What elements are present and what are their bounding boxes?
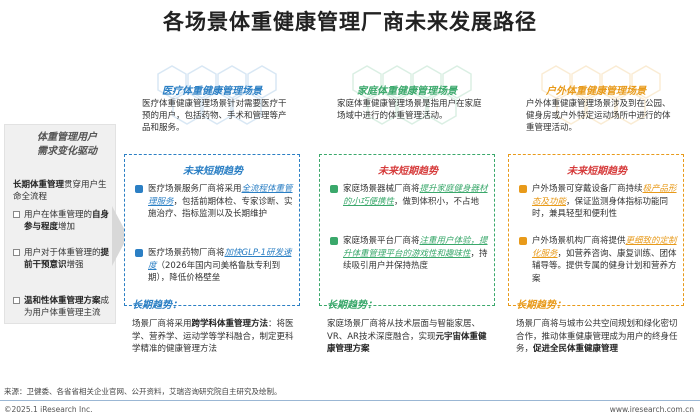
outdoor-long-term-title: 长期趋势： [516,300,566,311]
driver-item-text: 用户对于体重管理的 [24,248,101,258]
driver-item: 用户对于体重管理的提前干预意识增强 [13,247,113,271]
medical-entry: 医疗场景药物厂商将加快GLP-1研发速度（2026年国内司美格鲁肽专利到期），降… [135,247,295,285]
outdoor-entry: 户外场景可穿戴设备厂商持续极产品形态及功能，保证监测身体指标功能同时，兼具轻型和… [519,183,679,221]
hexagon-pattern-icon [352,65,472,125]
outdoor-scenario-name: 户外体重健康管理场景 [546,86,646,97]
driver-long-rest: 贯穿用户生命全流程 [13,180,107,202]
entry-text: ，做到体积小，不占地 [394,196,480,207]
source-note: 来源：卫健委、各省省相关企业官网、公开资料，艾瑞咨询研究院自主研究及绘制。 [4,387,282,396]
entry-highlight: 更细致的定制化服务 [532,236,677,259]
home-long-term-title: 长期趋势： [327,300,377,311]
entry-highlight: 极产品形态及功能 [532,184,677,207]
entry-highlight: 加快GLP-1研发速度 [148,248,292,271]
home-scenario-desc: 家庭体重健康管理场景是指用户在家庭场域中进行的体重管理活动。 [337,99,482,121]
footer-divider [0,400,700,401]
home-short-term-title: 未来短期趋势 [378,166,438,177]
hexagon-pattern-icon [157,65,277,125]
long-text-pre: 场景厂商将与城市公共空间规划和绿化密切合作，推动体重健康管理成为用户的终身任务， [516,319,678,354]
entry-text: 医疗场景药物厂商将 [148,248,225,258]
medical-long-term-title: 长期趋势： [132,300,182,311]
home-short-term-box: 未来短期趋势 家庭场景器械厂商将提升家庭健身器材的小巧便携性，做到体积小，不占地… [319,154,495,306]
long-text-bold: 跨学科体重管理方法 [191,319,269,329]
entry-highlight: 全流程体重管理服务 [148,184,293,207]
home-header: 家庭体重健康管理场景 家庭体重健康管理场景是指用户在家庭场域中进行的体重管理活动… [319,60,495,150]
driver-title-line1: 体重管理用户 [37,132,97,143]
driver-item-text: 增加 [58,222,76,232]
long-text-post: ：将医学、营养学、运动学等学科融合，制定更科学精准的健康管理方法 [132,319,294,354]
home-long-term-text: 家庭场景厂商将从技术层面与智能家居、VR、AR技术深度融合，实现元宇宙体重健康管… [327,318,491,356]
long-text-pre: 家庭场景厂商将从技术层面与智能家居、VR、AR技术深度融合，实现 [327,319,481,342]
driver-item-text: 用户在体重管理的 [24,210,93,220]
page-title: 各场景体重健康管理厂商未来发展路径 [163,10,537,34]
checkbox-icon [13,297,20,304]
entry-text: 家庭场景平台厂商将 [343,236,420,246]
driver-long-term-text: 长期体重管理贯穿用户生命全流程 [13,179,113,203]
medical-header: 医疗体重健康管理场景 医疗体重健康管理场景针对需要医疗干预的用户，包括药物、手术… [124,60,300,150]
outdoor-header: 户外体重健康管理场景 户外体重健康管理场景涉及到在公园、健身房或户外特定运动场所… [508,60,684,150]
entry-text: 户外场景可穿戴设备厂商持续 [532,184,643,194]
watch-icon [519,185,527,193]
entry-highlight: 注重用户体验，提升体重管理平台的游戏性和趣味性 [343,236,488,259]
medical-long-term-text: 场景厂商将采用跨学科体重管理方法：将医学、营养学、运动学等学科融合，制定更科学精… [132,318,296,356]
checkbox-icon [13,211,20,218]
phone-icon [330,237,338,245]
driver-item-bold: 提前干预意识 [24,248,110,270]
pill-icon [135,249,143,257]
driver-item: 用户在体重管理的自身参与程度增加 [13,209,113,233]
driver-item: 温和性体重管理方案成为用户体重管理主流 [13,295,113,319]
outdoor-scenario-desc: 户外体重健康管理场景涉及到在公园、健身房或户外特定运动场所中进行的体重管理活动。 [526,99,671,133]
driver-item-bold: 自身参与程度 [24,210,110,232]
medical-entry: 医疗场景服务厂商将采用全流程体重管理服务，包括前期体检、专家诊断、实施治疗、指标… [135,183,295,221]
long-text-bold: 元宇宙体重健康管理方案 [327,331,487,355]
long-text-pre: 场景厂商将采用 [132,319,192,329]
outdoor-short-term-title: 未来短期趋势 [567,166,627,177]
entry-text: ，持续吸引用户并保持热度 [343,248,488,272]
driver-item-text: 成为用户体重管理主流 [24,296,110,318]
medical-short-term-box: 未来短期趋势 医疗场景服务厂商将采用全流程体重管理服务，包括前期体检、专家诊断、… [124,154,300,306]
home-scenario-name: 家庭体重健康管理场景 [357,86,457,97]
entry-text: ，包括前期体检、专家诊断、实施治疗、指标监测以及长期维护 [148,196,293,220]
checkbox-icon [13,249,20,256]
user-demand-driver-panel: 体重管理用户 需求变化驱动 长期体重管理贯穿用户生命全流程 用户在体重管理的自身… [4,124,116,324]
copyright-text: ©2025.1 iResearch Inc. [4,405,93,414]
outdoor-long-term-text: 场景厂商将与城市公共空间规划和绿化密切合作，推动体重健康管理成为用户的终身任务，… [516,318,680,356]
driver-title: 体重管理用户 需求变化驱动 [19,131,115,159]
entry-text: 户外场景机构厂商将提供 [532,236,626,246]
runner-icon [519,237,527,245]
driver-item-bold: 温和性体重管理方案 [24,296,101,306]
driver-item-text: 增强 [66,260,84,270]
entry-text: （2026年国内司美格鲁肽专利到期），降低价格壁垒 [148,260,281,284]
outdoor-entry: 户外场景机构厂商将提供更细致的定制化服务，如营养咨询、康复训练、团体辅导等。提供… [519,235,679,285]
long-text-bold: 促进全民体重健康管理 [533,344,619,354]
entry-text: ，保证监测身体指标功能同时，兼具轻型和便利性 [532,196,669,220]
medical-scenario-desc: 医疗体重健康管理场景针对需要医疗干预的用户，包括药物、手术和管理等产品和服务。 [142,99,287,133]
entry-text: 家庭场景器械厂商将 [343,184,420,194]
home-entry: 家庭场景平台厂商将注重用户体验，提升体重管理平台的游戏性和趣味性，持续吸引用户并… [330,235,490,273]
driver-title-line2: 需求变化驱动 [37,146,97,157]
outdoor-short-term-box: 未来短期趋势 户外场景可穿戴设备厂商持续极产品形态及功能，保证监测身体指标功能同… [508,154,684,306]
home-entry: 家庭场景器械厂商将提升家庭健身器材的小巧便携性，做到体积小，不占地 [330,183,490,208]
driver-long-prefix: 长期体重管理 [13,180,65,190]
website-link[interactable]: www.iresearch.com.cn [609,405,694,414]
hospital-icon [135,185,143,193]
hexagon-pattern-icon [541,65,661,125]
medical-scenario-name: 医疗体重健康管理场景 [162,86,262,97]
entry-highlight: 提升家庭健身器材的小巧便携性 [343,184,488,207]
entry-text: 医疗场景服务厂商将采用 [148,184,242,194]
medical-short-term-title: 未来短期趋势 [183,166,243,177]
house-icon [330,185,338,193]
entry-text: ，如营养咨询、康复训练、团体辅导等。提供专属的健身计划和营养方案 [532,248,677,284]
